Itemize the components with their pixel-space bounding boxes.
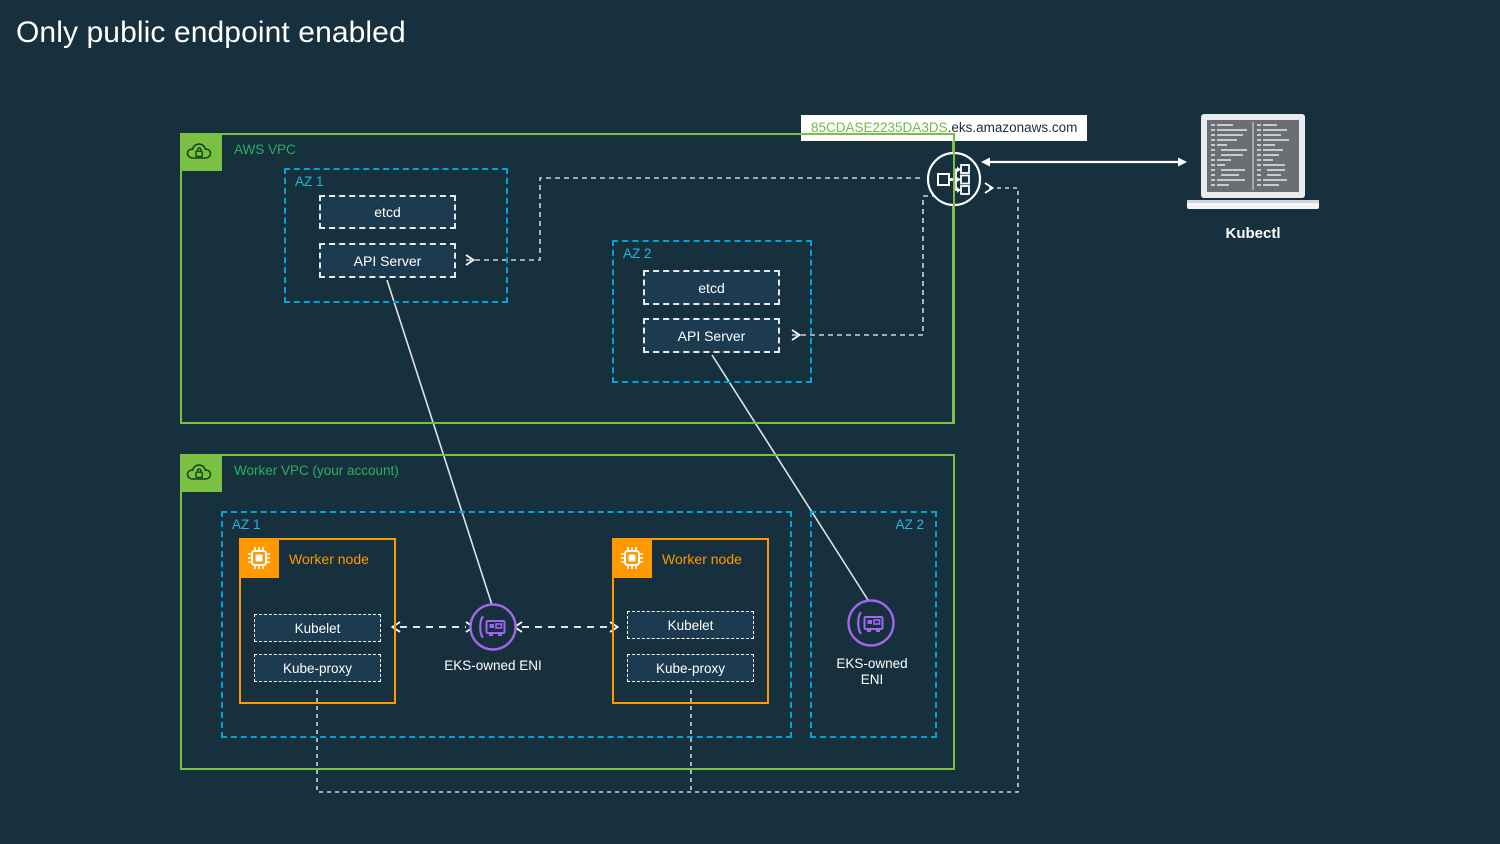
worker-vpc-az-2: AZ 2	[810, 511, 937, 738]
aws-vpc-label: AWS VPC	[234, 142, 296, 157]
api-server-box-az2: API Server	[643, 318, 780, 353]
az-label: AZ 2	[620, 246, 655, 261]
page-title: Only public endpoint enabled	[16, 16, 406, 49]
cpu-chip-icon	[612, 538, 652, 578]
worker-vpc-az-1: AZ 1	[221, 511, 792, 738]
network-interface-icon	[469, 603, 517, 651]
kube-proxy-box-node2: Kube-proxy	[627, 654, 754, 682]
api-server-box-az1: API Server	[319, 243, 456, 278]
etcd-box-az2: etcd	[643, 270, 780, 305]
network-interface-icon	[847, 599, 895, 647]
worker-node-label: Worker node	[289, 551, 369, 567]
worker-vpc-label: Worker VPC (your account)	[234, 463, 399, 478]
worker-node-label: Worker node	[662, 551, 742, 567]
worker-node-2: Worker node	[612, 538, 769, 704]
aws-vpc-az-2: AZ 2	[612, 240, 812, 383]
etcd-box-az1: etcd	[319, 195, 456, 229]
az-label: AZ 2	[892, 517, 927, 532]
kube-proxy-box-node1: Kube-proxy	[254, 654, 381, 682]
cpu-chip-icon	[239, 538, 279, 578]
cluster-endpoint-url: 85CDASE2235DA3DS.eks.amazonaws.com	[801, 115, 1088, 141]
laptop-terminal-icon	[1187, 114, 1319, 209]
eks-owned-eni-az2[interactable]	[846, 598, 896, 648]
kubelet-box-node2: Kubelet	[627, 611, 754, 639]
az-label: AZ 1	[292, 174, 327, 189]
cloud-lock-icon	[180, 454, 222, 492]
worker-vpc-container: Worker VPC (your account)	[180, 454, 955, 770]
endpoint-domain: .eks.amazonaws.com	[947, 120, 1078, 135]
az-label: AZ 1	[229, 517, 264, 532]
kubectl-node[interactable]	[1183, 112, 1323, 216]
kubelet-box-node1: Kubelet	[254, 614, 381, 642]
kubectl-label: Kubectl	[1225, 225, 1281, 242]
eks-owned-eni-az2-label: EKS-owned ENI	[836, 656, 908, 687]
cloud-lock-icon	[180, 133, 222, 171]
aws-vpc-az-1: AZ 1	[284, 168, 508, 303]
eks-owned-eni-az1[interactable]	[468, 602, 518, 652]
aws-vpc-container: AWS VPC	[180, 133, 955, 424]
eks-owned-eni-az1-label: EKS-owned ENI	[444, 658, 542, 673]
endpoint-host: 85CDASE2235DA3DS	[811, 120, 948, 135]
worker-node-1: Worker node	[239, 538, 396, 704]
